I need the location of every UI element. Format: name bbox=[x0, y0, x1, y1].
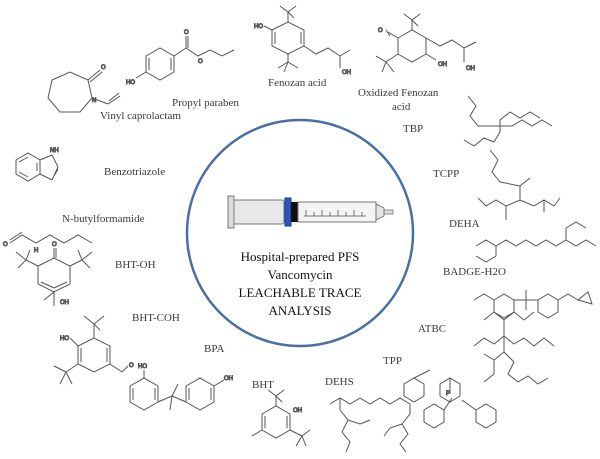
atom-oh: OH bbox=[438, 62, 447, 68]
label-deha: DEHA bbox=[449, 218, 480, 230]
atom-oh: OH bbox=[342, 70, 351, 76]
label-dehs: DEHS bbox=[325, 376, 354, 388]
center-title-line-2: Vancomycin bbox=[268, 267, 333, 282]
atom-ho: HO bbox=[126, 80, 135, 86]
center-title-line-4: ANALYSIS bbox=[269, 303, 332, 318]
structure-bht-coh: HO O bbox=[53, 315, 135, 385]
structure-bht-oh: O OH bbox=[15, 242, 93, 307]
atom-oh: OH bbox=[224, 376, 233, 382]
structure-bpa: HO OH bbox=[129, 364, 234, 411]
center-title-line-3: LEACHABLE TRACE bbox=[239, 285, 362, 300]
center-title-line-1: Hospital-prepared PFS bbox=[241, 249, 360, 264]
label-n-butylformamide: N-butylformamide bbox=[62, 213, 145, 225]
structure-tcpp bbox=[477, 149, 561, 220]
label-benzotriazole: Benzotriazole bbox=[104, 166, 165, 178]
structure-vinyl-caprolactam: O N bbox=[47, 65, 121, 113]
atom-oh: OH bbox=[60, 300, 69, 306]
atom-o: O bbox=[184, 30, 189, 36]
atom-o: O bbox=[129, 363, 134, 369]
structure-oxidized-fenozan-acid: O OH OH bbox=[375, 13, 477, 73]
syringe-icon bbox=[227, 195, 394, 229]
structure-tpp: P bbox=[403, 369, 497, 429]
atom-o: O bbox=[198, 59, 203, 65]
label-tcpp: TCPP bbox=[433, 168, 459, 180]
label-bpa: BPA bbox=[204, 343, 224, 355]
label-bht-coh: BHT-COH bbox=[132, 312, 180, 324]
label-tpp: TPP bbox=[383, 355, 402, 367]
structure-dehs bbox=[329, 397, 411, 453]
label-bht: BHT bbox=[252, 379, 274, 391]
label-bht-oh: BHT-OH bbox=[115, 259, 156, 271]
atom-o: O bbox=[52, 242, 57, 248]
label-oxidized-fenozan-2: acid bbox=[392, 101, 411, 113]
structure-benzotriazole: NH bbox=[15, 148, 59, 182]
atom-o: O bbox=[378, 28, 383, 34]
atom-o: O bbox=[101, 65, 106, 71]
atom-oh: OH bbox=[466, 66, 475, 72]
structure-n-butylformamide: O H bbox=[3, 231, 93, 255]
structure-tbp bbox=[463, 95, 553, 147]
atom-p: P bbox=[446, 391, 450, 397]
label-tbp: TBP bbox=[403, 123, 423, 135]
atom-nh: NH bbox=[50, 148, 59, 154]
atom-o: O bbox=[3, 242, 8, 248]
structure-propyl-paraben: O O HO bbox=[126, 30, 235, 87]
structure-bht: OH bbox=[251, 389, 311, 447]
atom-ho: HO bbox=[60, 336, 69, 342]
label-propyl-paraben: Propyl paraben bbox=[172, 97, 239, 109]
atom-h: H bbox=[34, 248, 38, 254]
atom-n: N bbox=[92, 98, 96, 104]
atom-ho: HO bbox=[138, 364, 147, 370]
label-fenozan-acid: Fenozan acid bbox=[268, 77, 327, 89]
label-oxidized-fenozan-1: Oxidized Fenozan bbox=[358, 87, 439, 99]
structure-fenozan-acid: HO OH bbox=[254, 5, 352, 77]
structure-deha bbox=[475, 221, 597, 263]
atom-oh: OH bbox=[293, 408, 302, 414]
center-circle bbox=[185, 118, 415, 348]
structure-atbc bbox=[473, 311, 555, 385]
atom-ho: HO bbox=[254, 24, 263, 30]
label-vinyl-caprolactam: Vinyl caprolactam bbox=[100, 110, 181, 122]
label-atbc: ATBC bbox=[418, 323, 446, 335]
label-badge-h2o: BADGE-H2O bbox=[443, 266, 506, 278]
structure-badge-h2o bbox=[473, 290, 593, 319]
